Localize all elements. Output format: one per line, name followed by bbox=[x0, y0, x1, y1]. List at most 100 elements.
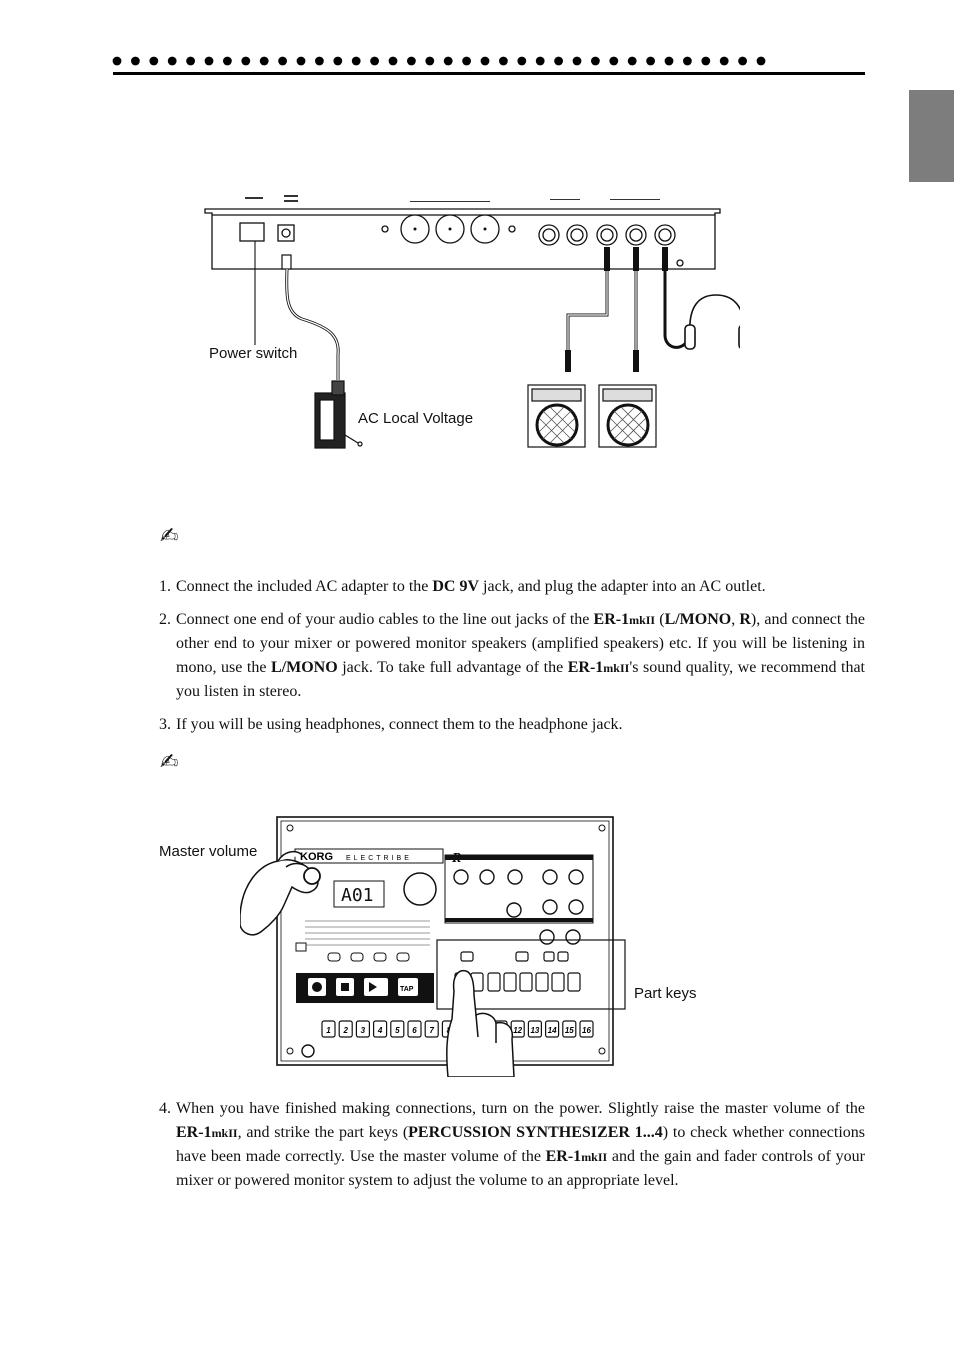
header-dot bbox=[186, 56, 195, 66]
step-key bbox=[527, 1020, 542, 1038]
ac-local-voltage-label: AC Local Voltage bbox=[358, 410, 474, 427]
header-dot bbox=[333, 56, 343, 66]
step-text-run: , bbox=[731, 611, 740, 628]
header-dot bbox=[480, 56, 490, 66]
step-key-label: 2 bbox=[342, 1026, 348, 1035]
header-dot bbox=[407, 56, 416, 66]
rear-panel-connection-diagram bbox=[204, 195, 740, 449]
step-text-run: If you will be using headphones, connect… bbox=[176, 716, 623, 733]
step-key bbox=[579, 1020, 594, 1038]
step-key-label: 12 bbox=[513, 1026, 522, 1035]
power-switch-label: Power switch bbox=[209, 345, 298, 362]
step-text-run: ER-1 bbox=[545, 1148, 582, 1165]
step-text-run: L/MONO bbox=[664, 611, 732, 628]
hand-icon bbox=[446, 969, 515, 1077]
model-word: ELECTRIBE bbox=[346, 855, 412, 862]
step-text-run: and the gain and fader controls of your … bbox=[176, 1148, 866, 1189]
note-icon: ✍ bbox=[160, 750, 179, 775]
setup-steps-list: 1.Connect the included AC adapter to the… bbox=[155, 575, 865, 737]
header-dot bbox=[701, 56, 711, 66]
step-text-run: ER-1 bbox=[593, 611, 630, 628]
step-text-run: ) to check whether connections have been… bbox=[176, 1124, 865, 1165]
step-key-label: 16 bbox=[582, 1026, 591, 1035]
step-key bbox=[424, 1020, 439, 1038]
header-dot bbox=[554, 56, 563, 66]
step-text-run: ( bbox=[655, 611, 665, 628]
header-dot bbox=[738, 56, 747, 66]
pattern-display: A01 bbox=[341, 885, 374, 906]
header-dot bbox=[499, 56, 508, 66]
header-dot bbox=[351, 56, 361, 66]
header-dot bbox=[204, 56, 214, 66]
brand-logo: KORG bbox=[300, 851, 333, 863]
step-text-run: , and strike the part keys ( bbox=[237, 1124, 409, 1141]
step-key-label: 14 bbox=[548, 1026, 557, 1035]
step-3: 3.If you will be using headphones, conne… bbox=[159, 716, 623, 733]
step-text-run: jack. To take full advantage of the bbox=[337, 659, 568, 676]
step-text-run: L/MONO bbox=[271, 659, 338, 676]
header-dot bbox=[388, 56, 398, 66]
step-1: 1.Connect the included AC adapter to the… bbox=[159, 578, 766, 595]
front-panel-diagram: KORG ELECTRIBE R A01 TAP 123456789101 bbox=[240, 816, 626, 1077]
step-text-run: When you have finished making connection… bbox=[176, 1100, 865, 1117]
step-text-run: Connect the included AC adapter to the bbox=[176, 578, 433, 595]
header-dot bbox=[572, 56, 582, 66]
header-dot bbox=[609, 56, 619, 66]
header-dot bbox=[627, 56, 637, 66]
step-key bbox=[321, 1020, 336, 1038]
master-volume-knob bbox=[303, 867, 321, 885]
step-text-run: 's sound quality, we recommend that you … bbox=[176, 659, 866, 700]
header-dot bbox=[149, 56, 159, 66]
header-dot bbox=[756, 56, 766, 66]
step-key-label: 4 bbox=[377, 1026, 383, 1035]
header-dot bbox=[683, 56, 692, 66]
note-icon: ✍ bbox=[160, 524, 179, 549]
step-text-run: Connect one end of your audio cables to … bbox=[176, 611, 594, 628]
part-keys-box bbox=[436, 939, 626, 1010]
step-key-label: 1 bbox=[326, 1026, 331, 1035]
ac-adapter-icon bbox=[314, 380, 363, 449]
part-keys-label: Part keys bbox=[634, 985, 697, 1002]
header-dot bbox=[278, 56, 287, 66]
step-text-run: ER-1 bbox=[176, 1124, 212, 1141]
header-dot bbox=[425, 56, 435, 66]
header-rule bbox=[113, 72, 865, 75]
step-key-label: 7 bbox=[429, 1026, 434, 1035]
header-dot-row bbox=[112, 56, 766, 66]
step-key bbox=[338, 1020, 353, 1038]
step-key bbox=[390, 1020, 405, 1038]
step-key-label: 3 bbox=[361, 1026, 366, 1035]
header-dot bbox=[517, 56, 527, 66]
header-dot bbox=[112, 56, 122, 66]
step-text-run: mkII bbox=[603, 661, 630, 675]
header-dot bbox=[223, 56, 232, 66]
header-dot bbox=[719, 56, 729, 66]
step-key-label: 5 bbox=[395, 1026, 400, 1035]
step-key-label: 15 bbox=[565, 1026, 574, 1035]
section-tab bbox=[909, 90, 954, 182]
header-dot bbox=[370, 56, 379, 66]
step-text-run: PERCUSSION SYNTHESIZER 1...4 bbox=[408, 1124, 663, 1141]
header-dot bbox=[443, 56, 453, 66]
step-text-run: mkII bbox=[629, 613, 656, 627]
header-dot bbox=[259, 56, 269, 66]
header-dot bbox=[646, 56, 655, 66]
step-key bbox=[373, 1020, 388, 1038]
step-text-run: ), and connect the other end to your mix… bbox=[176, 611, 866, 676]
header-dot bbox=[315, 56, 324, 66]
headphones-icon bbox=[684, 294, 740, 350]
header-dot bbox=[241, 56, 251, 66]
header-dot bbox=[664, 56, 674, 66]
step-key bbox=[545, 1020, 560, 1038]
step-key bbox=[355, 1020, 371, 1038]
step-text-run: mkII bbox=[211, 1126, 238, 1140]
step-2: 2.Connect one end of your audio cables t… bbox=[159, 611, 866, 700]
header-dot bbox=[167, 56, 177, 66]
svg-text:TAP: TAP bbox=[400, 986, 414, 993]
step-key-label: 13 bbox=[530, 1026, 539, 1035]
step-text-run: mkII bbox=[581, 1150, 608, 1164]
setup-steps-list-continued: 4.When you have finished making connecti… bbox=[155, 1097, 865, 1193]
speaker-icon bbox=[527, 384, 657, 448]
dial-knob bbox=[403, 872, 437, 906]
header-dot bbox=[462, 56, 471, 66]
